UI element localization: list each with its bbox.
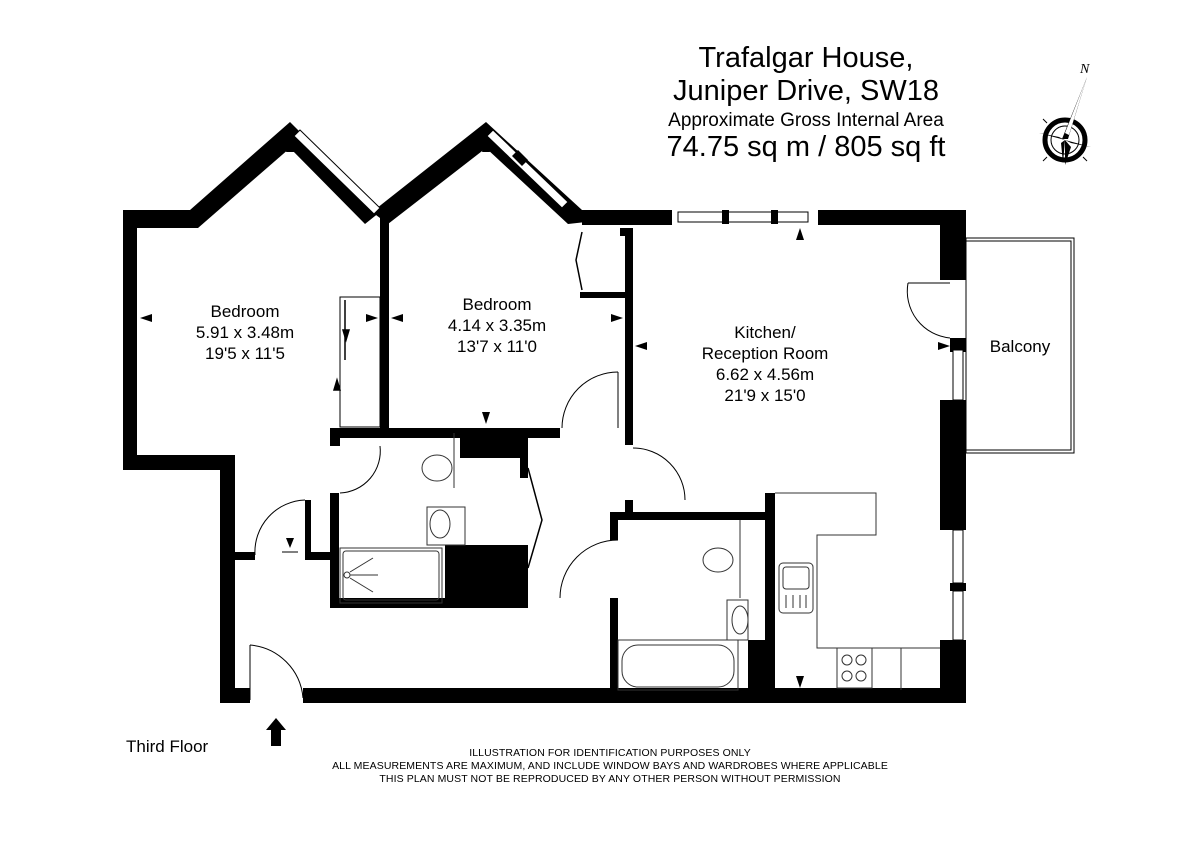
compass-rose-icon: N	[1039, 62, 1091, 165]
room-label-bedroom-2: Bedroom 4.14 x 3.35m 13'7 x 11'0	[432, 294, 562, 357]
walls	[123, 122, 966, 703]
windows	[293, 129, 964, 641]
room-name: Kitchen/	[734, 323, 796, 342]
disclaimer-line: ILLUSTRATION FOR IDENTIFICATION PURPOSES…	[469, 747, 751, 759]
room-imperial: 19'5 x 11'5	[205, 344, 285, 363]
floor-label: Third Floor	[126, 737, 209, 756]
room-label-bedroom-1: Bedroom 5.91 x 3.48m 19'5 x 11'5	[180, 301, 310, 364]
room-metric: 5.91 x 3.48m	[195, 323, 295, 342]
building-name: Trafalgar House,	[698, 42, 914, 74]
room-name: Bedroom	[210, 302, 280, 321]
measurement-markers	[140, 140, 950, 688]
room-name-line2: Reception Room	[701, 344, 829, 363]
room-metric: 4.14 x 3.35m	[447, 316, 547, 335]
room-name: Bedroom	[462, 295, 532, 314]
kitchen-units	[775, 492, 940, 690]
bathroom-fixtures	[339, 433, 749, 691]
balcony-outline	[965, 237, 1075, 454]
disclaimer: ILLUSTRATION FOR IDENTIFICATION PURPOSES…	[300, 747, 920, 786]
door-swings	[249, 282, 951, 700]
room-label-balcony: Balcony	[980, 336, 1060, 357]
room-name: Balcony	[989, 337, 1051, 356]
address: Juniper Drive, SW18	[673, 75, 939, 107]
room-imperial: 21'9 x 15'0	[724, 386, 806, 405]
area-value: 74.75 sq m / 805 sq ft	[666, 131, 946, 163]
room-metric: 6.62 x 4.56m	[715, 365, 815, 384]
north-label-icon: N	[1079, 62, 1090, 77]
disclaimer-line: THIS PLAN MUST NOT BE REPRODUCED BY ANY …	[379, 773, 841, 785]
room-label-kitchen-reception: Kitchen/ Reception Room 6.62 x 4.56m 21'…	[690, 322, 840, 406]
plan-header: Trafalgar House, Juniper Drive, SW18 App…	[620, 44, 992, 162]
entrance-arrow-icon	[266, 718, 286, 746]
disclaimer-line: ALL MEASUREMENTS ARE MAXIMUM, AND INCLUD…	[332, 760, 888, 772]
room-imperial: 13'7 x 11'0	[457, 337, 537, 356]
wardrobes	[332, 231, 583, 569]
area-label: Approximate Gross Internal Area	[668, 110, 944, 131]
